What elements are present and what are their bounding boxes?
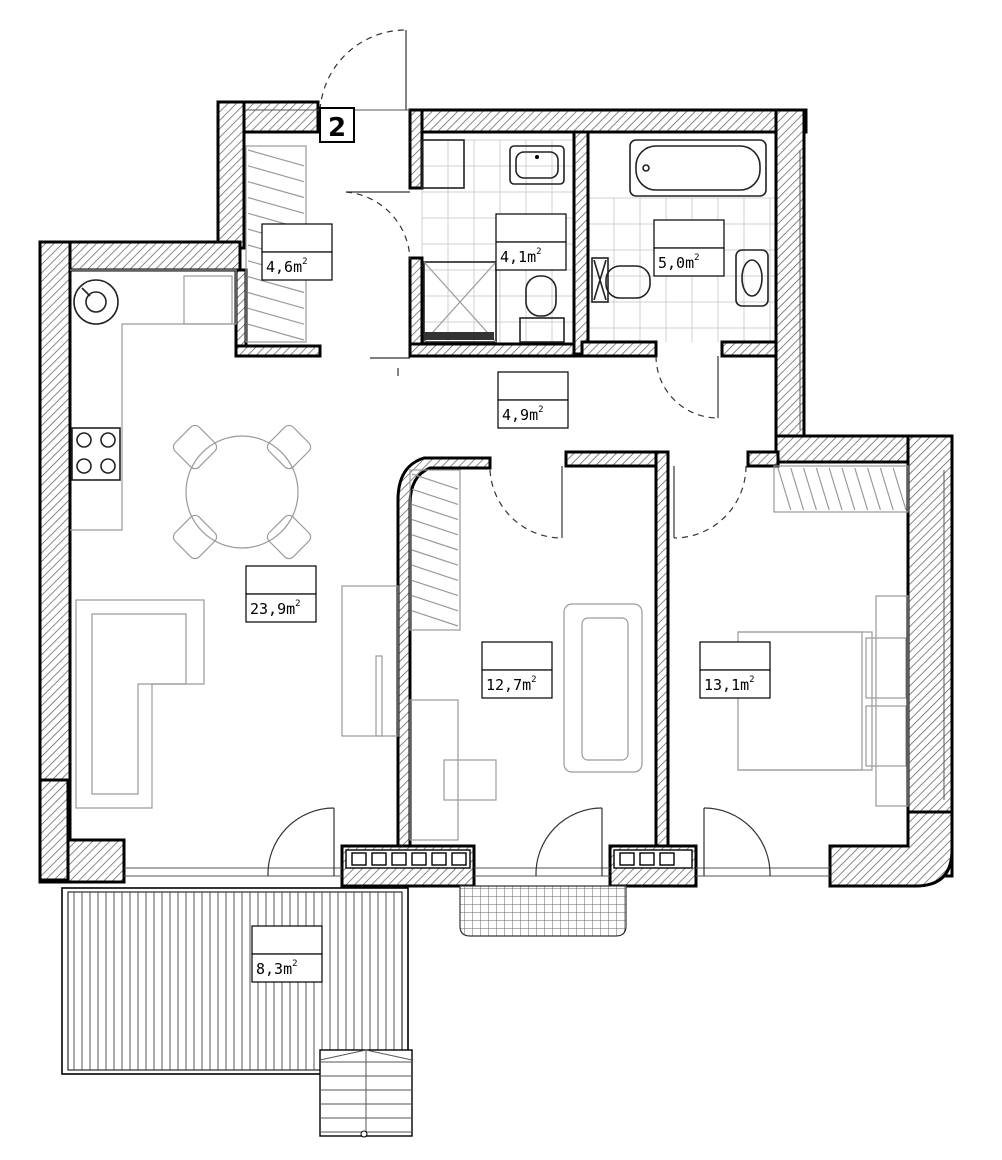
area-label-wardrobe: 4,6m2 <box>261 223 333 281</box>
radiators <box>345 849 693 869</box>
area-value-wardrobe: 4,6m2 <box>266 257 308 276</box>
area-label-bedroom-right: 13,1m2 <box>699 641 771 699</box>
area-value-wc: 4,1m2 <box>500 247 542 266</box>
area-label-living-kitchen: 23,9m2 <box>245 565 317 623</box>
area-value-bathroom: 5,0m2 <box>658 253 700 272</box>
walls <box>38 100 954 888</box>
wc-fixtures <box>421 139 565 343</box>
entrance-marker: 2 <box>319 107 355 143</box>
area-value-bedroom-right: 13,1m2 <box>704 675 755 694</box>
entrance-marker-label: 2 <box>328 113 346 143</box>
balcony-grate <box>459 885 627 937</box>
sofa-living <box>75 599 205 809</box>
area-label-bedroom-middle: 12,7m2 <box>481 641 553 699</box>
kitchen-counter <box>70 269 237 531</box>
area-label-terrace: 8,3m2 <box>251 925 323 983</box>
terrace <box>61 887 413 1138</box>
area-value-bedroom-middle: 12,7m2 <box>486 675 537 694</box>
area-labels: 4,6m2 4,1m2 5,0m2 4,9m2 23,9m2 12,7m2 13,1m2 8,… <box>245 213 771 983</box>
bed <box>737 465 909 807</box>
area-value-living-kitchen: 23,9m2 <box>250 599 301 618</box>
windows <box>124 109 945 877</box>
area-label-hall: 4,9m2 <box>497 371 569 429</box>
area-value-terrace: 8,3m2 <box>256 959 298 978</box>
middle-room-furniture <box>341 469 643 841</box>
bathroom-fixtures <box>591 139 769 307</box>
area-value-hall: 4,9m2 <box>502 405 544 424</box>
area-label-bathroom: 5,0m2 <box>653 219 725 277</box>
doors <box>267 29 771 877</box>
area-label-wc: 4,1m2 <box>495 213 567 271</box>
dining-table <box>172 424 312 560</box>
